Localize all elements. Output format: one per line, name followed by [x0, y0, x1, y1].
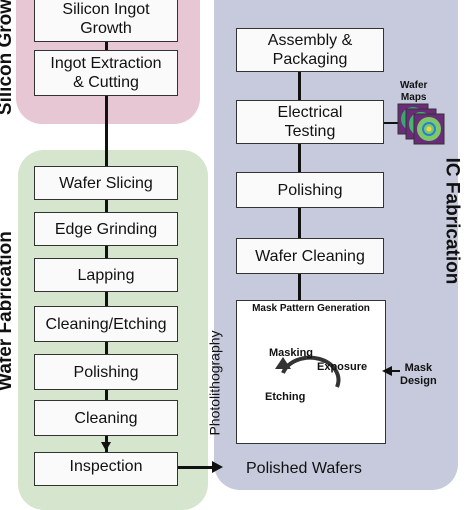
step-cleaning-etching: Cleaning/Etching: [34, 306, 178, 342]
step-wafer-cleaning: Wafer Cleaning: [236, 238, 384, 274]
cycle-exposure: Exposure: [317, 361, 368, 373]
photolithography-cycle-arrow: [275, 355, 341, 388]
step-ic-polishing: Polishing: [236, 172, 384, 208]
step-cleaning: Cleaning: [34, 400, 178, 436]
step-edge-grinding: Edge Grinding: [34, 212, 178, 246]
wafer-maps-label: Wafer Maps: [400, 80, 428, 103]
connector-mask-design: [386, 370, 400, 372]
arrow-mask-design: [382, 366, 392, 376]
photolithography-label: Photolithography: [206, 330, 223, 436]
step-lapping: Lapping: [34, 258, 178, 292]
connector-inspection-to-polished: [178, 466, 214, 469]
arrow-to-polished-wafers: [212, 461, 223, 473]
step-assembly-packaging: Assembly & Packaging: [236, 28, 384, 72]
step-silicon-ingot-growth: Silicon Ingot Growth: [34, 0, 178, 42]
ic-fabrication-label: IC Fabrication: [441, 157, 463, 285]
cycle-etching: Etching: [265, 391, 306, 403]
step-electrical-testing: Electrical Testing: [236, 100, 384, 144]
photolithography-box: Mask Pattern Generation Masking Exposure…: [236, 300, 386, 444]
step-polishing: Polishing: [34, 354, 178, 390]
mask-pattern-generation-title: Mask Pattern Generation: [252, 303, 370, 314]
step-inspection: Inspection: [34, 452, 178, 486]
mask-design-label: Mask Design: [400, 362, 437, 387]
arrow-to-inspection: [101, 442, 111, 451]
polished-wafers-label: Polished Wafers: [246, 460, 362, 477]
wafer-maps-icon: [397, 103, 445, 145]
cycle-masking: Masking: [269, 347, 314, 359]
step-wafer-slicing: Wafer Slicing: [34, 166, 178, 200]
wafer-fabrication-label: Wafer Fabrication: [0, 231, 16, 391]
step-ingot-extraction: Ingot Extraction & Cutting: [34, 50, 178, 96]
silicon-growth-label: Silicon Grow: [0, 0, 17, 116]
connector-wafer-maps: [384, 122, 400, 124]
